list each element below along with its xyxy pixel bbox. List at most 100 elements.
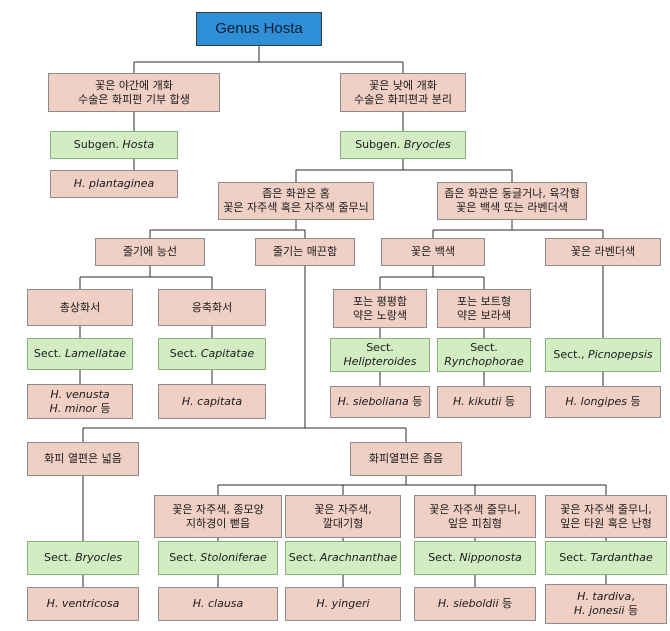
sect-bryocles-label: Sect. Bryocles bbox=[43, 551, 123, 564]
day-flowering-line2: 수술은 화피편과 분리 bbox=[353, 92, 453, 106]
sect-lamellatae-label: Sect. Lamellatae bbox=[33, 347, 127, 360]
boat-bract-box: 포는 보트형 약은 보라색 bbox=[437, 289, 531, 328]
night-flowering-box: 꽃은 야간에 개화 수술은 화피편 기부 합생 bbox=[48, 73, 220, 112]
genus-hosta-box: Genus Hosta bbox=[196, 12, 322, 46]
h-plantaginea-label: H. plantaginea bbox=[73, 177, 155, 190]
funnel-box: 꽃은 자주색, 깔대기형 bbox=[285, 495, 401, 538]
round-tube-line2: 꽃은 백색 또는 라벤더색 bbox=[456, 201, 568, 214]
sect-bryocles-box: Sect. Bryocles bbox=[27, 541, 139, 575]
h-capitata-label: H. capitata bbox=[181, 394, 243, 408]
lamellatae-species-box: H. venusta H. minor 등 bbox=[27, 384, 133, 419]
white-flower-label: 꽃은 백색 bbox=[411, 245, 455, 258]
subgenus-bryocles-label: Subgen. Bryocles bbox=[355, 138, 451, 151]
lanceolate-line2: 잎은 피침형 bbox=[447, 516, 503, 530]
helipteroides-species-box: H. sieboliana 등 bbox=[330, 386, 430, 418]
funnel-line1: 꽃은 자주색, bbox=[314, 502, 372, 516]
lavender-flower-label: 꽃은 라벤더색 bbox=[570, 245, 636, 258]
subgenus-bryocles-box: Subgen. Bryocles bbox=[340, 131, 466, 159]
flat-bract-line2: 약은 노랑색 bbox=[352, 308, 408, 322]
h-venusta-label: H. venusta bbox=[50, 387, 110, 401]
connector-narrow-lobes bbox=[217, 476, 607, 495]
nipponosta-species-box: H. sieboldii 등 bbox=[414, 587, 536, 621]
smooth-stem-label: 줄기는 매끈함 bbox=[272, 245, 338, 258]
white-flower-box: 꽃은 백색 bbox=[381, 238, 485, 266]
oval-leaf-box: 꽃은 자주색 줄무니, 잎은 타원 혹은 난형 bbox=[545, 495, 667, 538]
narrow-tube-line1: 좁은 화관은 홈 bbox=[262, 187, 330, 200]
capitatae-species-box: H. capitata bbox=[158, 384, 266, 419]
h-yingeri-label: H. yingeri bbox=[316, 597, 370, 610]
connector-right-branch bbox=[295, 112, 513, 182]
sect-nipponosta-box: Sect. Nipponosta bbox=[414, 541, 536, 575]
sect-helipteroides-name: Helipteroides bbox=[343, 355, 417, 368]
oval-leaf-line2: 잎은 타원 혹은 난형 bbox=[560, 516, 652, 530]
stolon-line2: 지하경이 뻗음 bbox=[185, 516, 251, 530]
connector-ridged-stem bbox=[79, 266, 213, 289]
sect-helipteroides-prefix: Sect. bbox=[366, 341, 394, 354]
racemose-box: 총상화서 bbox=[27, 289, 133, 326]
round-tube-box: 좁은 화관은 둥글거나, 육각형 꽃은 백색 또는 라벤더색 bbox=[437, 182, 587, 220]
sect-stoloniferae-label: Sect. Stoloniferae bbox=[169, 551, 267, 564]
h-clausa-label: H. clausa bbox=[192, 597, 244, 610]
h-minor-line: H. minor 등 bbox=[49, 401, 111, 415]
flat-bract-line1: 포는 평평함 bbox=[352, 294, 408, 308]
flat-bract-box: 포는 평평함 약은 노랑색 bbox=[333, 289, 427, 328]
sect-arachnanthae-label: Sect. Arachnanthae bbox=[288, 551, 398, 564]
sect-capitatae-box: Sect. Capitatae bbox=[158, 338, 266, 370]
stolon-box: 꽃은 자주색, 종모양 지하경이 뻗음 bbox=[154, 495, 282, 538]
day-flowering-box: 꽃은 낮에 개화 수술은 화피편과 분리 bbox=[340, 73, 466, 112]
day-flowering-line1: 꽃은 낮에 개화 bbox=[369, 78, 437, 92]
h-sieboliana-line: H. sieboliana 등 bbox=[337, 395, 423, 408]
narrow-tube-groove-box: 좁은 화관은 홈 꽃은 자주색 혹은 자주색 줄무늬 bbox=[218, 182, 374, 220]
connector-bottom-sections bbox=[217, 538, 607, 587]
connector-smooth-stem bbox=[82, 266, 407, 442]
sect-stoloniferae-box: Sect. Stoloniferae bbox=[158, 541, 278, 575]
sect-picnopepsis-box: Sect., Picnopepsis bbox=[545, 338, 661, 372]
subgenus-hosta-box: Subgen. Hosta bbox=[50, 131, 178, 159]
sect-tardanthae-label: Sect. Tardanthae bbox=[559, 551, 653, 564]
connector-narrow-tube bbox=[149, 220, 306, 238]
capitate-box: 응축화서 bbox=[158, 289, 266, 326]
stoloniferae-species-box: H. clausa bbox=[158, 587, 278, 621]
racemose-label: 총상화서 bbox=[59, 300, 101, 314]
sect-nipponosta-label: Sect. Nipponosta bbox=[428, 551, 522, 564]
sect-tardanthae-box: Sect. Tardanthae bbox=[545, 541, 667, 575]
arachnanthae-species-box: H. yingeri bbox=[285, 587, 401, 621]
bryocles-species-box: H. ventricosa bbox=[27, 587, 139, 621]
capitate-label: 응축화서 bbox=[191, 300, 233, 314]
round-tube-line1: 좁은 화관은 둥글거나, 육각형 bbox=[444, 187, 580, 200]
h-tardiva-line: H. tardiva, bbox=[577, 590, 635, 603]
h-jonesii-line: H. jonesii 등 bbox=[573, 604, 639, 617]
lavender-flower-box: 꽃은 라벤더색 bbox=[545, 238, 661, 266]
sect-picnopepsis-label: Sect., Picnopepsis bbox=[553, 348, 653, 361]
sect-arachnanthae-box: Sect. Arachnanthae bbox=[285, 541, 401, 575]
tardanthae-species-box: H. tardiva, H. jonesii 등 bbox=[545, 584, 667, 624]
h-plantaginea-box: H. plantaginea bbox=[50, 170, 178, 198]
lanceolate-line1: 꽃은 자주색 줄무니, bbox=[429, 502, 521, 516]
h-sieboldii-line: H. sieboldii 등 bbox=[437, 597, 513, 610]
funnel-line2: 깔대기형 bbox=[322, 516, 364, 530]
oval-leaf-line1: 꽃은 자주색 줄무니, bbox=[560, 502, 652, 516]
sect-rynchophorae-prefix: Sect. bbox=[470, 341, 498, 354]
connector-white-flower bbox=[379, 266, 485, 289]
boat-bract-line1: 포는 보트형 bbox=[456, 294, 512, 308]
connector-wide-tube bbox=[432, 220, 604, 238]
sect-lamellatae-box: Sect. Lamellatae bbox=[27, 338, 133, 370]
h-ventricosa-label: H. ventricosa bbox=[46, 597, 120, 610]
wide-lobes-label: 화피 열편은 넓음 bbox=[44, 452, 122, 465]
sect-rynchophorae-name: Rynchophorae bbox=[444, 355, 524, 368]
rynchophorae-species-box: H. kikutii 등 bbox=[437, 386, 531, 418]
picnopepsis-species-box: H. longipes 등 bbox=[545, 386, 661, 418]
ridged-stem-label: 줄기에 능선 bbox=[122, 245, 178, 258]
narrow-tube-line2: 꽃은 자주색 혹은 자주색 줄무늬 bbox=[223, 201, 369, 214]
h-kikutii-line: H. kikutii 등 bbox=[452, 395, 516, 408]
h-longipes-line: H. longipes 등 bbox=[565, 395, 641, 408]
boat-bract-line2: 약은 보라색 bbox=[456, 308, 512, 322]
narrow-lobes-box: 화피열편은 좁음 bbox=[350, 442, 462, 476]
stolon-line1: 꽃은 자주색, 종모양 bbox=[172, 502, 264, 516]
genus-hosta-label: Genus Hosta bbox=[215, 20, 303, 37]
subgenus-hosta-label: Subgen. Hosta bbox=[73, 138, 155, 151]
sect-rynchophorae-box: Sect. Rynchophorae bbox=[437, 338, 531, 372]
wide-lobes-box: 화피 열편은 넓음 bbox=[27, 442, 139, 476]
lanceolate-leaf-box: 꽃은 자주색 줄무니, 잎은 피침형 bbox=[414, 495, 536, 538]
